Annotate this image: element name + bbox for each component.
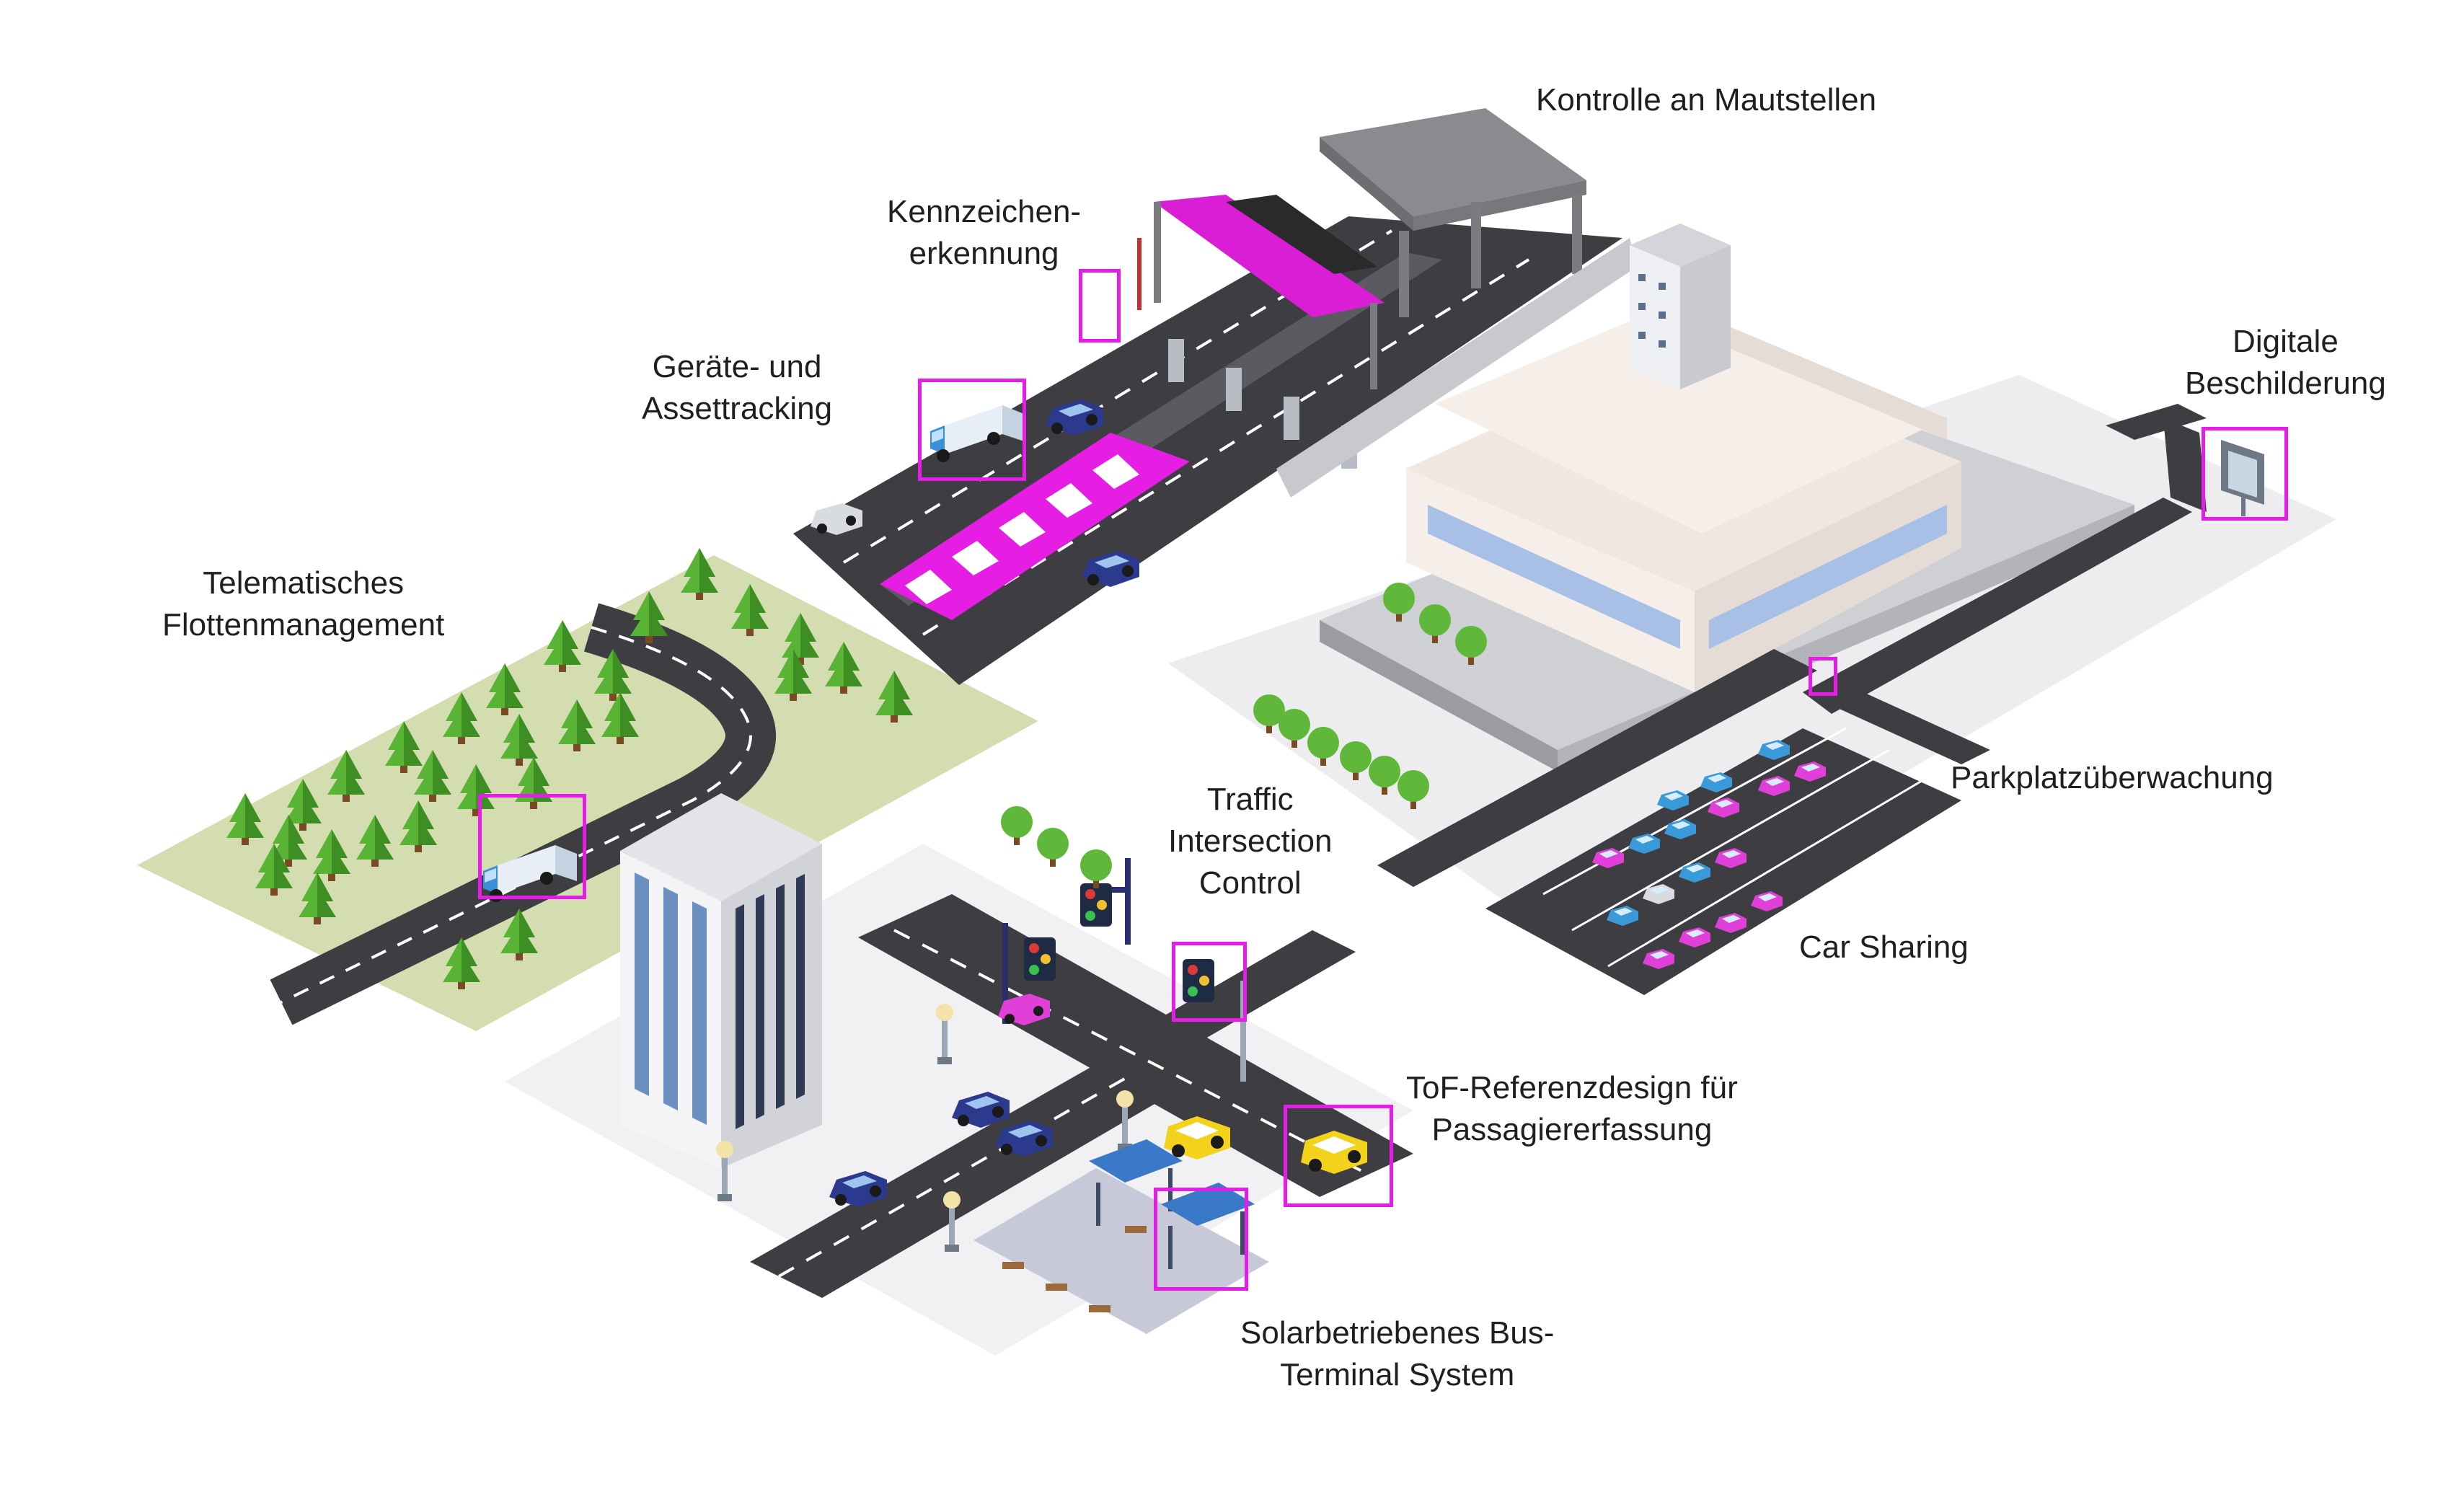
label-line: Control (1198, 865, 1302, 901)
label-parking-monitoring: Parkplatzüberwachung (1951, 757, 2274, 799)
label-line: Telematisches (203, 565, 405, 601)
label-line: Digitale (2233, 324, 2339, 359)
traffic-light-highlight (1172, 942, 1247, 1022)
label-line: Geräte- und (652, 349, 822, 384)
label-line: Parkplatzüberwachung (1951, 760, 2274, 795)
toll-canopy (1320, 108, 1586, 317)
label-line: Solarbetriebenes Bus- (1240, 1315, 1555, 1351)
label-line: Intersection (1168, 823, 1333, 859)
tof-bus-highlight (1284, 1105, 1393, 1207)
plate-camera-highlight (1079, 269, 1121, 343)
label-line: Assettracking (642, 391, 833, 426)
label-plate-recognition: Kennzeichen- erkennung (887, 191, 1081, 275)
label-line: erkennung (909, 236, 1059, 271)
billboard-icon (2221, 440, 2264, 516)
label-line: Traffic (1206, 782, 1294, 817)
label-fleet-management: Telematisches Flottenmanagement (162, 562, 444, 646)
label-asset-tracking: Geräte- und Assettracking (642, 346, 832, 430)
label-line: Beschilderung (2185, 366, 2386, 401)
asset-tracking-highlight (918, 379, 1026, 481)
label-traffic-intersection: Traffic Intersection Control (1168, 779, 1332, 904)
signage-highlight (2202, 427, 2288, 521)
traffic-light-icon (1080, 858, 1131, 945)
label-line: ToF-Referenzdesign für (1406, 1070, 1738, 1105)
label-car-sharing: Car Sharing (1799, 927, 1969, 968)
label-digital-signage: Digitale Beschilderung (2185, 321, 2386, 405)
label-line: Passagiererfassung (1431, 1112, 1713, 1147)
fleet-truck-highlight (478, 794, 586, 899)
label-solar-bus-terminal: Solarbetriebenes Bus- Terminal System (1240, 1312, 1554, 1396)
label-toll-control: Kontrolle an Mautstellen (1536, 79, 1876, 121)
solar-shelter-highlight (1154, 1188, 1248, 1291)
label-line: Kontrolle an Mautstellen (1536, 82, 1877, 118)
label-line: Kennzeichen- (887, 194, 1082, 229)
label-line: Flottenmanagement (162, 607, 445, 642)
label-line: Terminal System (1280, 1357, 1515, 1392)
parking-camera-highlight (1809, 657, 1837, 696)
label-line: Car Sharing (1799, 929, 1969, 965)
label-tof-reference: ToF-Referenzdesign für Passagiererfassun… (1406, 1067, 1738, 1151)
